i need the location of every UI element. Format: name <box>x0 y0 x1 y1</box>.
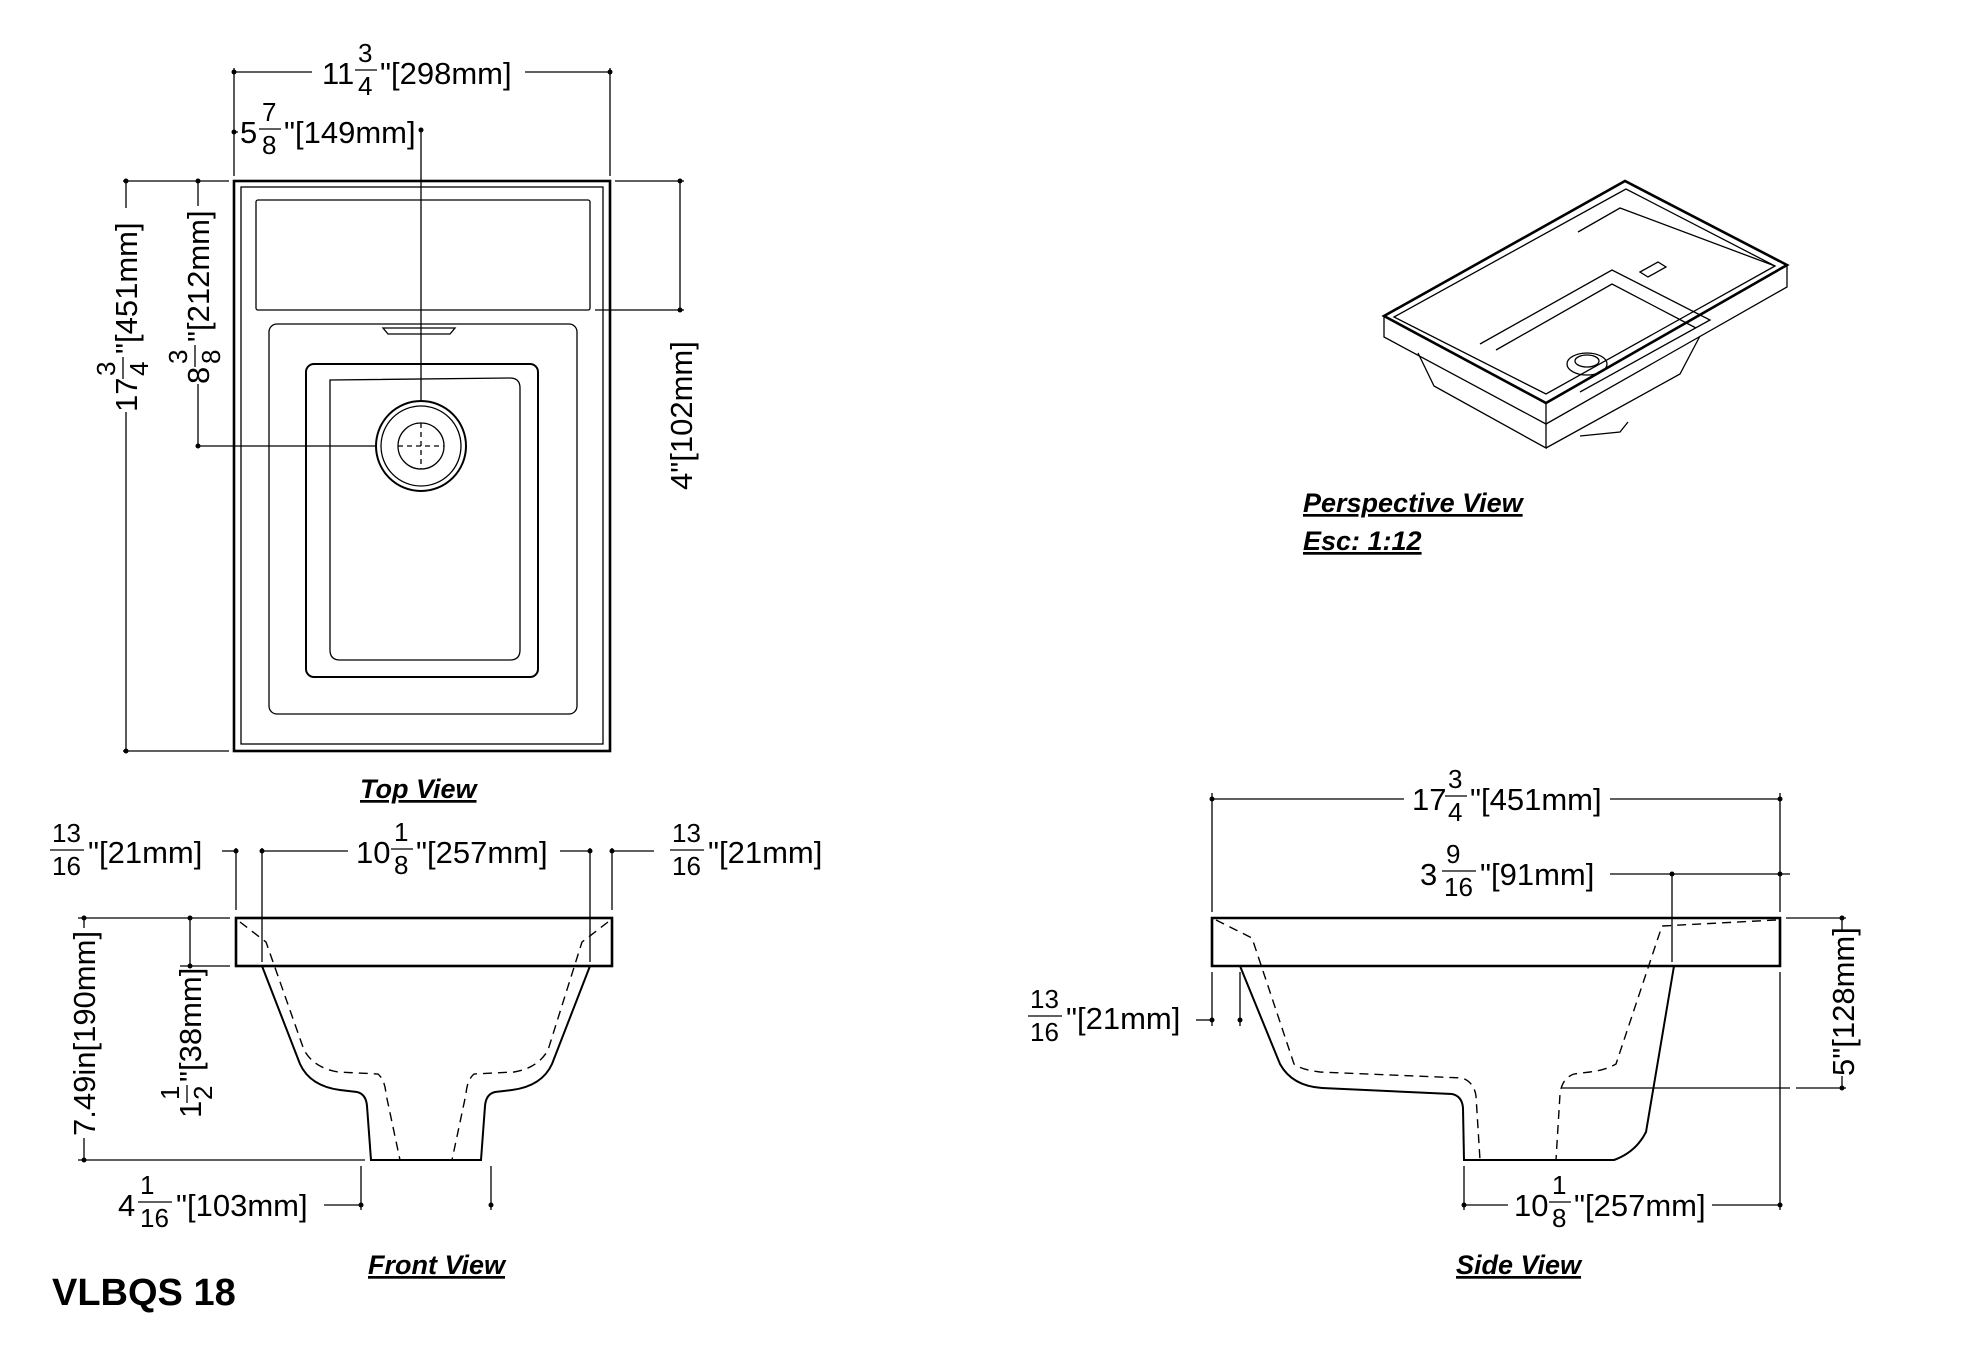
svg-text:17: 17 <box>109 378 144 412</box>
perspective-view-title: Perspective View <box>1303 488 1525 518</box>
svg-text:"[451mm]: "[451mm] <box>109 222 144 354</box>
svg-text:1: 1 <box>1552 1170 1566 1200</box>
dim-front-height: 7.49in[190mm] <box>67 931 102 1136</box>
svg-text:"[149mm]: "[149mm] <box>284 115 416 150</box>
dim-side-rim: 13 16 "[21mm] <box>1028 984 1180 1047</box>
dim-top-shelf: 4"[102mm] <box>664 341 699 490</box>
svg-text:"[21mm]: "[21mm] <box>88 835 202 870</box>
side-view <box>1196 793 1846 1210</box>
front-view-title: Front View <box>368 1250 507 1280</box>
dim-top-width: 11 3 4 "[298mm] <box>322 38 512 101</box>
svg-text:2: 2 <box>188 1086 218 1100</box>
svg-text:3: 3 <box>358 38 372 68</box>
svg-text:8: 8 <box>196 350 226 364</box>
svg-text:16: 16 <box>1444 872 1473 902</box>
svg-text:8: 8 <box>181 367 216 384</box>
svg-text:"[451mm]: "[451mm] <box>1470 782 1602 817</box>
svg-text:7: 7 <box>262 97 276 127</box>
svg-text:9: 9 <box>1446 839 1460 869</box>
svg-text:3: 3 <box>163 350 193 364</box>
svg-text:8: 8 <box>262 130 276 160</box>
dim-side-height: 5"[128mm] <box>1826 927 1861 1076</box>
svg-text:4: 4 <box>124 362 154 376</box>
svg-text:"[103mm]: "[103mm] <box>176 1188 308 1223</box>
dim-side-shelf: 3 9 16 "[91mm] <box>1420 839 1594 902</box>
top-view <box>123 68 684 754</box>
svg-text:5: 5 <box>240 115 257 150</box>
svg-text:"[21mm]: "[21mm] <box>708 835 822 870</box>
svg-text:13: 13 <box>672 818 701 848</box>
svg-text:"[21mm]: "[21mm] <box>1066 1001 1180 1036</box>
model-label: VLBQS 18 <box>52 1272 236 1314</box>
svg-text:10: 10 <box>1514 1188 1548 1223</box>
dim-top-depth: 17 3 4 "[451mm] <box>91 222 154 412</box>
svg-text:"[257mm]: "[257mm] <box>1574 1188 1706 1223</box>
front-view <box>78 848 654 1210</box>
top-view-title: Top View <box>360 774 479 804</box>
dim-front-rim-right: 13 16 "[21mm] <box>670 818 822 881</box>
dim-front-rim-height: 1 1 2 "[38mm] <box>155 968 218 1118</box>
svg-text:13: 13 <box>52 818 81 848</box>
svg-text:1: 1 <box>173 1101 208 1118</box>
svg-text:3: 3 <box>1420 857 1437 892</box>
svg-text:13: 13 <box>1030 984 1059 1014</box>
side-view-title: Side View <box>1456 1250 1583 1280</box>
svg-text:1: 1 <box>155 1086 185 1100</box>
svg-text:17: 17 <box>1412 782 1446 817</box>
svg-text:3: 3 <box>91 362 121 376</box>
perspective-view <box>1381 179 1790 450</box>
svg-text:1: 1 <box>394 817 408 847</box>
svg-text:1: 1 <box>140 1170 154 1200</box>
dim-top-drain-depth: 8 3 8 "[212mm] <box>163 210 226 384</box>
svg-text:4: 4 <box>1448 797 1462 827</box>
svg-text:16: 16 <box>1030 1017 1059 1047</box>
dim-side-bowl: 10 1 8 "[257mm] <box>1514 1170 1706 1233</box>
svg-text:8: 8 <box>394 850 408 880</box>
dim-front-bowl: 10 1 8 "[257mm] <box>356 817 548 880</box>
svg-text:11: 11 <box>322 56 354 91</box>
dim-front-drain: 4 1 16 "[103mm] <box>118 1170 308 1233</box>
svg-text:"[298mm]: "[298mm] <box>380 56 512 91</box>
svg-text:"[212mm]: "[212mm] <box>181 210 216 342</box>
svg-text:3: 3 <box>1448 764 1462 794</box>
svg-text:16: 16 <box>140 1203 169 1233</box>
svg-text:8: 8 <box>1552 1203 1566 1233</box>
svg-text:"[257mm]: "[257mm] <box>416 835 548 870</box>
svg-text:4: 4 <box>118 1188 135 1223</box>
svg-text:4: 4 <box>358 71 372 101</box>
dim-top-drain-offset: 5 7 8 "[149mm] <box>240 97 416 160</box>
svg-text:10: 10 <box>356 835 390 870</box>
dim-front-rim-left: 13 16 "[21mm] <box>50 818 202 881</box>
scale-label: Esc: 1:12 <box>1303 526 1422 556</box>
dim-side-width: 17 3 4 "[451mm] <box>1412 764 1602 827</box>
svg-text:16: 16 <box>52 851 81 881</box>
svg-text:16: 16 <box>672 851 701 881</box>
svg-text:"[91mm]: "[91mm] <box>1480 857 1594 892</box>
svg-text:"[38mm]: "[38mm] <box>173 968 208 1082</box>
